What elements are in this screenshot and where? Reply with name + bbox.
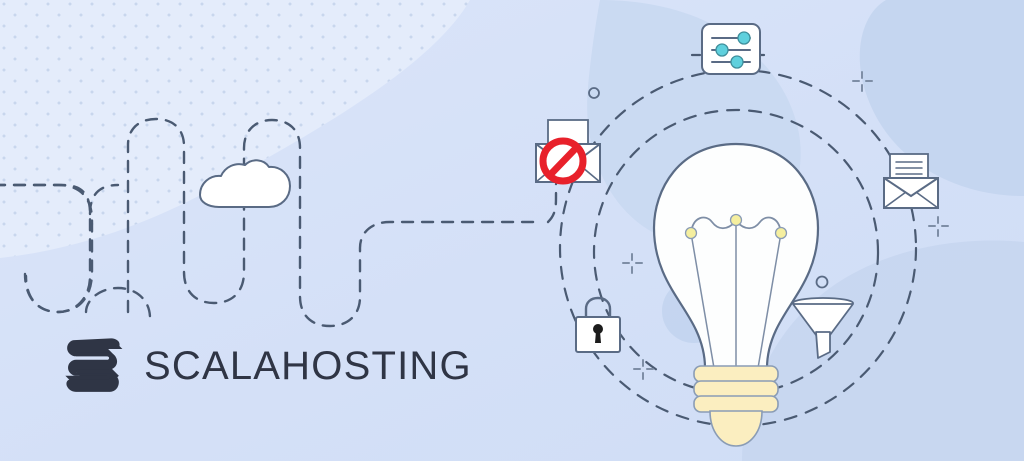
padlock-icon[interactable] (575, 296, 621, 353)
brand-name: SCALAHOSTING (144, 344, 472, 388)
background-blob-corner-right (859, 0, 1024, 196)
funnel-filter-icon[interactable] (792, 297, 854, 359)
scalahosting-s-mark (65, 338, 123, 392)
decoration-sparkles (622, 71, 949, 380)
keyhole-stem (595, 331, 601, 343)
lightbulb-icon (652, 142, 820, 447)
prohibited-sign-icon (539, 137, 587, 185)
background-dot-pattern (0, 0, 470, 258)
small-circle-icon (588, 87, 600, 99)
keyhole-icon (593, 324, 603, 334)
small-circle-icon (815, 275, 829, 289)
sparkle-plus-icon (928, 216, 949, 237)
cloud-icon (199, 159, 291, 208)
brand-logo[interactable]: SCALAHOSTING (60, 336, 472, 396)
slider-knob-middle[interactable] (715, 43, 729, 57)
sparkle-plus-icon (852, 71, 873, 92)
sliders-settings-icon[interactable] (701, 23, 761, 75)
slider-knob-top[interactable] (737, 31, 751, 45)
dashed-connection-path-main (0, 183, 94, 314)
blocked-email-icon[interactable] (535, 119, 601, 185)
sparkle-plus-icon (633, 359, 654, 380)
slider-knob-bottom[interactable] (730, 55, 744, 69)
open-envelope-letter-icon[interactable] (883, 153, 939, 209)
sparkle-plus-icon (622, 253, 643, 274)
